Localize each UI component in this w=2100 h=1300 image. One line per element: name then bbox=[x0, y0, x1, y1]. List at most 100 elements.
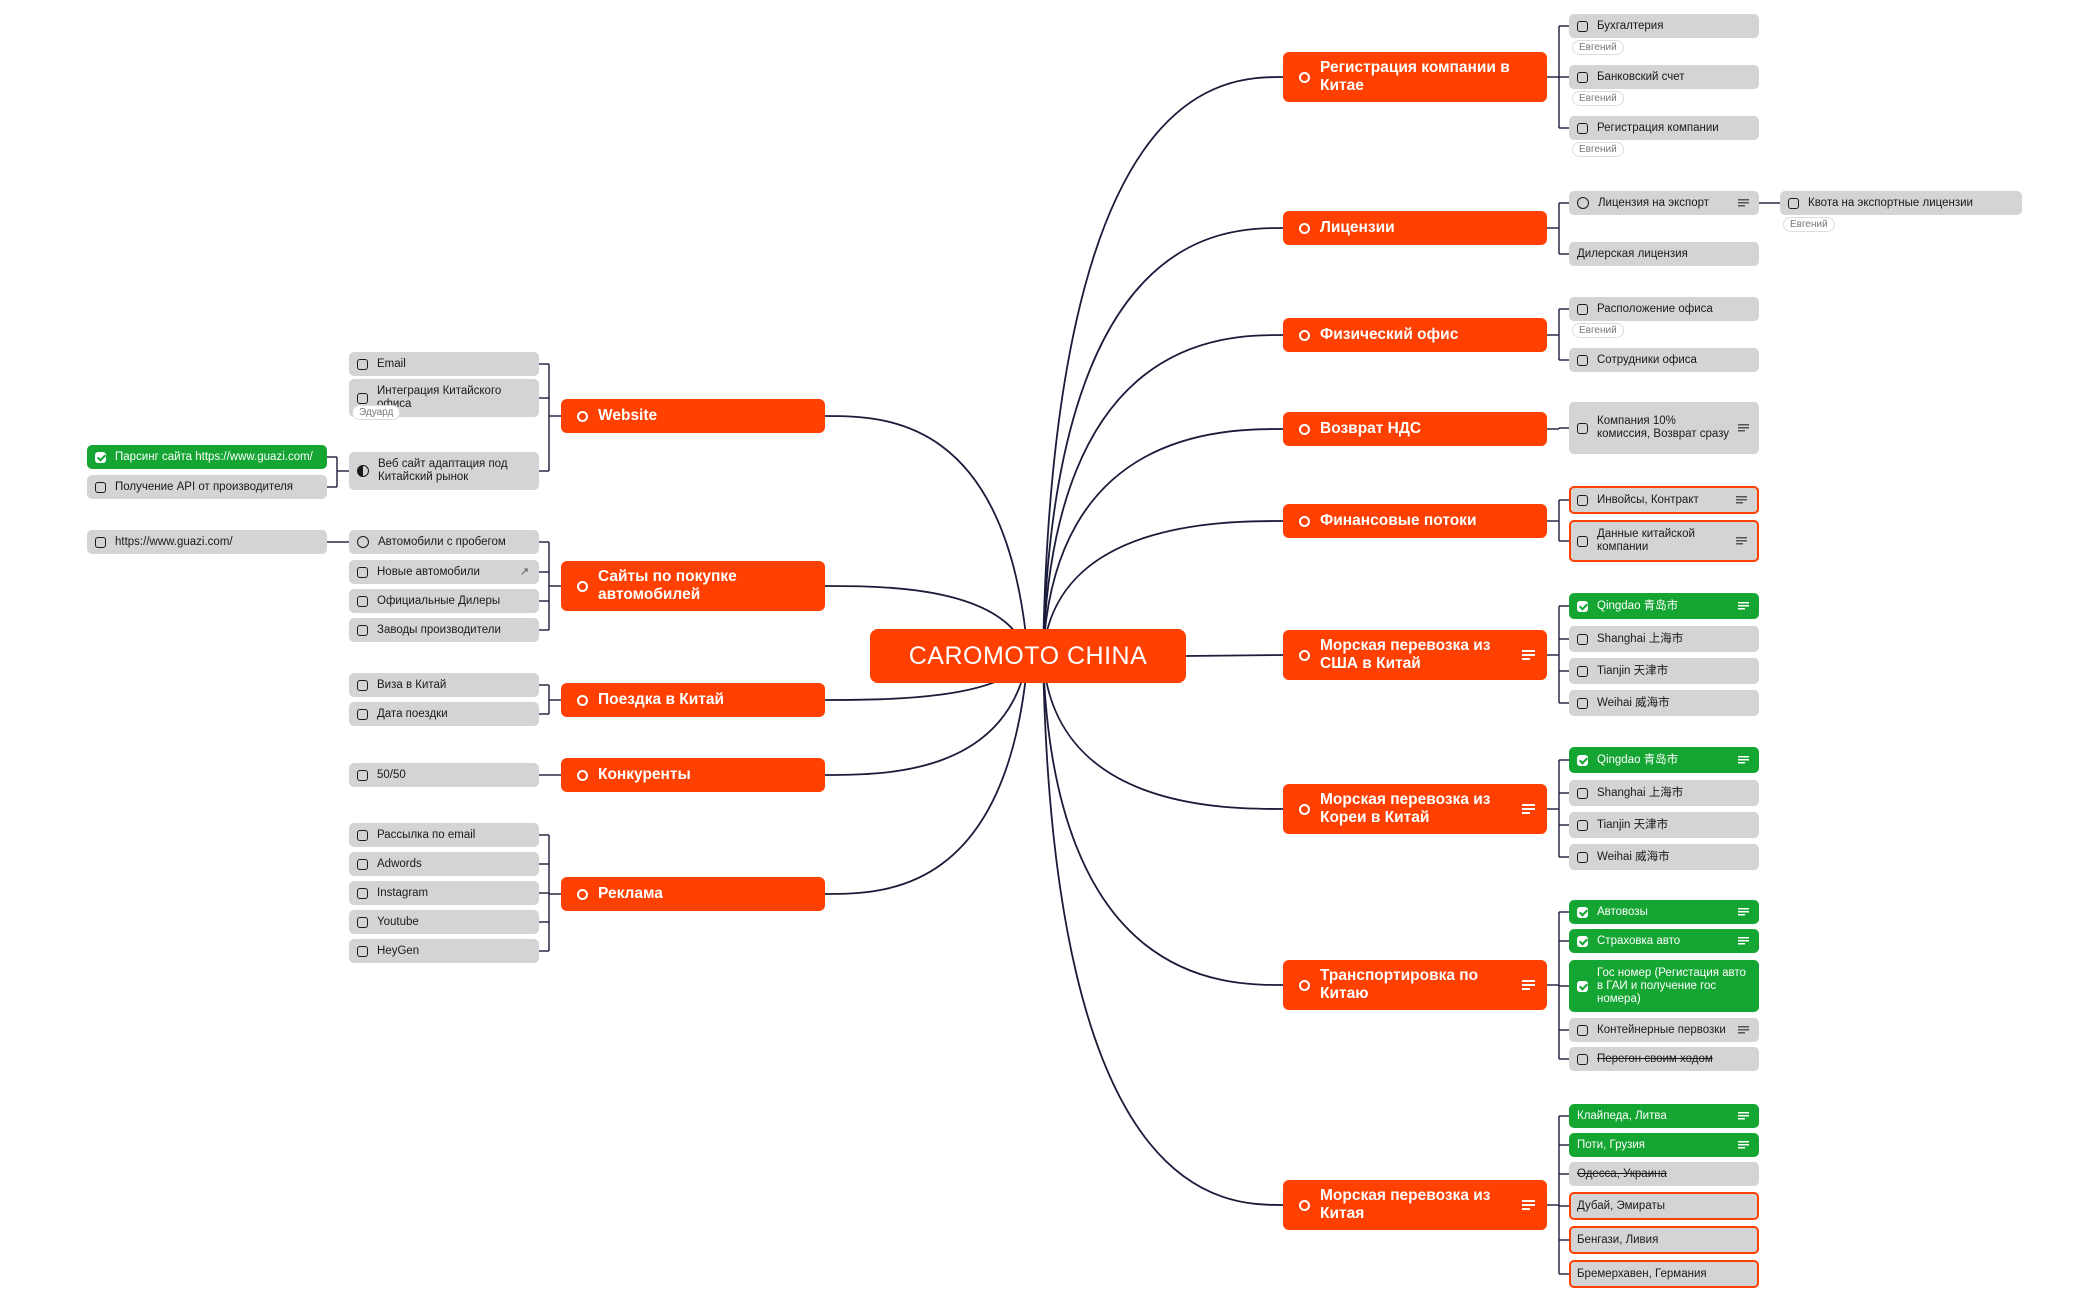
progress-status-icon[interactable] bbox=[1299, 649, 1310, 661]
task-b8-4[interactable]: Перегон своим ходом bbox=[1569, 1047, 1759, 1071]
task-b1-1[interactable]: Банковский счет bbox=[1569, 65, 1759, 89]
subtask-b10-2-0[interactable]: Парсинг сайта https://www.guazi.com/ bbox=[87, 445, 327, 469]
task-b7-3[interactable]: Weihai 威海市 bbox=[1569, 844, 1759, 870]
task-b9-4[interactable]: Бенгази, Ливия bbox=[1569, 1226, 1759, 1254]
checkbox-icon[interactable] bbox=[357, 566, 368, 578]
status-ring-icon[interactable] bbox=[1299, 515, 1310, 527]
central-topic[interactable]: CAROMOTO CHINA bbox=[870, 629, 1186, 683]
notes-icon[interactable] bbox=[1738, 602, 1749, 610]
checkbox-icon[interactable] bbox=[95, 481, 106, 493]
task-b14-3[interactable]: Youtube bbox=[349, 910, 539, 934]
notes-icon[interactable] bbox=[1738, 1141, 1749, 1149]
progress-status-icon[interactable] bbox=[1299, 979, 1310, 991]
subtask-b2-0-0[interactable]: Квота на экспортные лицензии bbox=[1780, 191, 2022, 215]
task-b7-2[interactable]: Tianjin 天津市 bbox=[1569, 812, 1759, 838]
task-b4-0[interactable]: Компания 10% комиссия, Возврат сразу bbox=[1569, 402, 1759, 454]
task-b11-1[interactable]: Новые автомобили↗ bbox=[349, 560, 539, 584]
checkbox-icon[interactable] bbox=[357, 769, 368, 781]
task-b10-0[interactable]: Email bbox=[349, 352, 539, 376]
branch-b2[interactable]: Лицензии bbox=[1283, 211, 1547, 245]
checkbox-icon[interactable] bbox=[357, 829, 368, 841]
checkbox-icon[interactable] bbox=[1577, 71, 1588, 83]
checkbox-icon[interactable] bbox=[357, 624, 368, 636]
task-b5-0[interactable]: Инвойсы, Контракт bbox=[1569, 486, 1759, 514]
status-ring-icon[interactable] bbox=[1299, 71, 1310, 83]
task-b11-0[interactable]: Автомобили с пробегом bbox=[349, 530, 539, 554]
checkbox-icon[interactable] bbox=[1577, 354, 1588, 366]
checkbox-icon[interactable] bbox=[1577, 122, 1588, 134]
notes-icon[interactable] bbox=[1522, 650, 1535, 660]
branch-b1[interactable]: Регистрация компании в Китае bbox=[1283, 52, 1547, 102]
status-ring-icon[interactable] bbox=[577, 694, 588, 706]
notes-icon[interactable] bbox=[1738, 908, 1749, 916]
notes-icon[interactable] bbox=[1738, 1026, 1749, 1034]
status-ring-icon[interactable] bbox=[1299, 222, 1310, 234]
status-ring-icon[interactable] bbox=[1299, 329, 1310, 341]
status-ring-icon[interactable] bbox=[1299, 423, 1310, 435]
branch-b4[interactable]: Возврат НДС bbox=[1283, 412, 1547, 446]
task-b14-4[interactable]: HeyGen bbox=[349, 939, 539, 963]
checked-checkbox-icon[interactable] bbox=[1577, 935, 1588, 947]
task-b7-0[interactable]: Qingdao 青岛市 bbox=[1569, 747, 1759, 773]
task-b9-0[interactable]: Клайпеда, Литва bbox=[1569, 1104, 1759, 1128]
checkbox-icon[interactable] bbox=[357, 595, 368, 607]
checkbox-icon[interactable] bbox=[95, 536, 106, 548]
checkbox-icon[interactable] bbox=[357, 679, 368, 691]
task-b8-2[interactable]: Гос номер (Регистация авто в ГАИ и получ… bbox=[1569, 960, 1759, 1012]
branch-b9[interactable]: Морская перевозка из Китая bbox=[1283, 1180, 1547, 1230]
half-progress-icon[interactable] bbox=[357, 465, 369, 477]
task-b6-1[interactable]: Shanghai 上海市 bbox=[1569, 626, 1759, 652]
task-b12-0[interactable]: Виза в Китай bbox=[349, 673, 539, 697]
progress-status-icon[interactable] bbox=[577, 410, 588, 422]
task-b1-0[interactable]: Бухгалтерия bbox=[1569, 14, 1759, 38]
task-b13-0[interactable]: 50/50 bbox=[349, 763, 539, 787]
subtask-b11-0-0[interactable]: https://www.guazi.com/ bbox=[87, 530, 327, 554]
branch-b14[interactable]: Реклама bbox=[561, 877, 825, 911]
status-ring-icon[interactable] bbox=[1299, 1199, 1310, 1211]
task-b12-1[interactable]: Дата поездки bbox=[349, 702, 539, 726]
checkbox-icon[interactable] bbox=[1577, 535, 1588, 547]
branch-b5[interactable]: Финансовые потоки bbox=[1283, 504, 1547, 538]
checkbox-icon[interactable] bbox=[357, 887, 368, 899]
task-b6-2[interactable]: Tianjin 天津市 bbox=[1569, 658, 1759, 684]
checkbox-icon[interactable] bbox=[1577, 494, 1588, 506]
task-b8-3[interactable]: Контейнерные первозки bbox=[1569, 1018, 1759, 1042]
checkbox-icon[interactable] bbox=[1577, 851, 1588, 863]
checked-checkbox-icon[interactable] bbox=[1577, 600, 1588, 612]
checkbox-icon[interactable] bbox=[357, 916, 368, 928]
task-b14-2[interactable]: Instagram bbox=[349, 881, 539, 905]
branch-b10[interactable]: Website bbox=[561, 399, 825, 433]
checkbox-icon[interactable] bbox=[357, 945, 368, 957]
task-b11-3[interactable]: Заводы производители bbox=[349, 618, 539, 642]
checked-checkbox-icon[interactable] bbox=[1577, 754, 1588, 766]
branch-b7[interactable]: Морская перевозка из Кореи в Китай bbox=[1283, 784, 1547, 834]
status-ring-icon[interactable] bbox=[577, 769, 588, 781]
task-b11-2[interactable]: Официальные Дилеры bbox=[349, 589, 539, 613]
subtask-b10-2-1[interactable]: Получение API от производителя bbox=[87, 475, 327, 499]
branch-b8[interactable]: Транспортировка по Китаю bbox=[1283, 960, 1547, 1010]
status-ring-icon[interactable] bbox=[1577, 197, 1589, 209]
branch-b6[interactable]: Морская перевозка из США в Китай bbox=[1283, 630, 1547, 680]
notes-icon[interactable] bbox=[1522, 1200, 1535, 1210]
checkbox-icon[interactable] bbox=[357, 708, 368, 720]
checkbox-icon[interactable] bbox=[1577, 665, 1588, 677]
progress-status-icon[interactable] bbox=[1299, 803, 1310, 815]
checkbox-icon[interactable] bbox=[1577, 1024, 1588, 1036]
checkbox-icon[interactable] bbox=[1577, 303, 1588, 315]
checkbox-icon[interactable] bbox=[1577, 787, 1588, 799]
checked-checkbox-icon[interactable] bbox=[95, 451, 106, 463]
notes-icon[interactable] bbox=[1738, 756, 1749, 764]
notes-icon[interactable] bbox=[1522, 980, 1535, 990]
notes-icon[interactable] bbox=[1736, 496, 1747, 504]
task-b10-1[interactable]: Интеграция Китайского офиса bbox=[349, 379, 539, 417]
task-b1-2[interactable]: Регистрация компании bbox=[1569, 116, 1759, 140]
task-b3-1[interactable]: Сотрудники офиса bbox=[1569, 348, 1759, 372]
task-b14-1[interactable]: Adwords bbox=[349, 852, 539, 876]
task-b14-0[interactable]: Рассылка по email bbox=[349, 823, 539, 847]
task-b10-2[interactable]: Веб сайт адаптация под Китайский рынок bbox=[349, 452, 539, 490]
task-b2-0[interactable]: Лицензия на экспорт bbox=[1569, 191, 1759, 215]
notes-icon[interactable] bbox=[1522, 804, 1535, 814]
task-b8-1[interactable]: Страховка авто bbox=[1569, 929, 1759, 953]
branch-b12[interactable]: Поездка в Китай bbox=[561, 683, 825, 717]
task-b3-0[interactable]: Расположение офиса bbox=[1569, 297, 1759, 321]
